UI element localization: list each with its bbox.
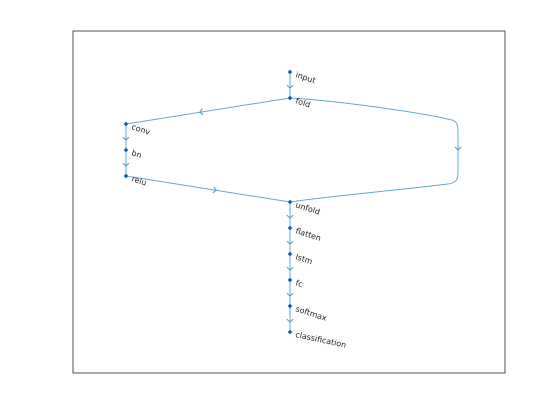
node-marker-input: [287, 69, 293, 75]
node-marker-relu: [123, 173, 129, 179]
edge-fold-to-unfold-arrow: [454, 146, 462, 151]
node-marker-classification: [287, 329, 293, 335]
edge-fold-to-unfold: [289, 97, 459, 203]
node-label-fc: fc: [294, 278, 304, 289]
edge-relu-to-unfold: [125, 175, 291, 203]
edge-lstm-to-fc-arrow: [286, 266, 294, 271]
edge-relu-to-unfold-arrow: [212, 186, 217, 194]
node-marker-unfold: [287, 199, 293, 205]
edge-fc-to-softmax-arrow: [286, 292, 294, 297]
edges-layer: [122, 72, 462, 332]
node-label-fold: fold: [294, 96, 311, 109]
node-marker-flatten: [287, 225, 293, 231]
edge-softmax-to-classification-arrow: [286, 318, 294, 323]
nodes-layer: [123, 69, 293, 335]
node-marker-softmax: [287, 303, 293, 309]
node-marker-conv: [123, 121, 129, 127]
edge-fold-to-conv: [125, 97, 291, 125]
node-marker-fold: [287, 95, 293, 101]
node-marker-fc: [287, 277, 293, 283]
node-marker-bn: [123, 147, 129, 153]
edge-conv-to-bn-arrow: [122, 136, 130, 141]
edge-unfold-to-flatten-arrow: [286, 214, 294, 219]
edge-input-to-fold-arrow: [286, 84, 294, 89]
edge-fold-to-conv-arrow: [199, 108, 204, 116]
node-label-bn: bn: [130, 148, 142, 160]
edge-flatten-to-lstm-arrow: [286, 240, 294, 245]
edge-bn-to-relu-arrow: [122, 162, 130, 167]
node-marker-lstm: [287, 251, 293, 257]
